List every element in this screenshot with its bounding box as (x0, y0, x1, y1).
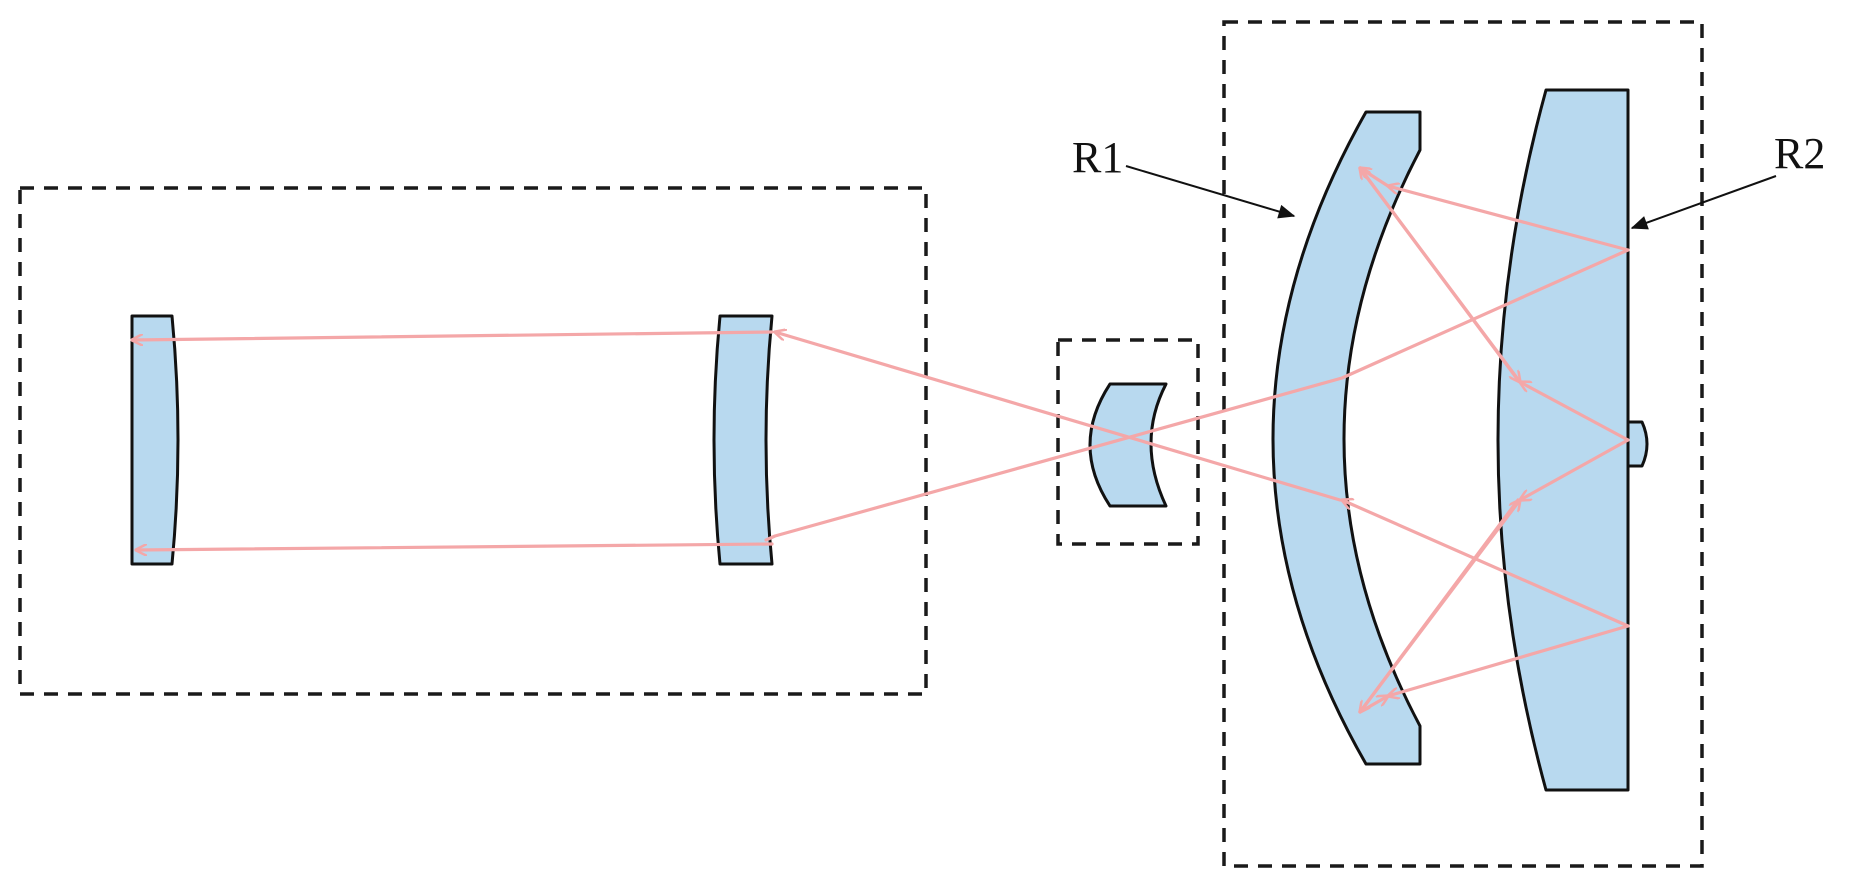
ray-paths (130, 166, 1630, 714)
ray-lower-return (1388, 624, 1630, 696)
ray-right-mid-down (1520, 438, 1630, 500)
right-mirror-group-frame (1222, 20, 1704, 868)
ray-left-top (130, 330, 774, 340)
r1-label: R1 (1072, 133, 1123, 182)
r1-pointer-arrow (1125, 165, 1296, 219)
middle-lens-group-frame (1056, 338, 1200, 546)
ray-upper-return (1388, 186, 1630, 252)
ray-left-bottom (134, 542, 774, 550)
ray-r1-up-lower (1358, 696, 1388, 714)
ray-r1-lower-up (1358, 500, 1520, 714)
ray-r1-down-upper (1358, 166, 1520, 382)
primary-meniscus-mirror-r1 (1271, 110, 1422, 766)
secondary-mirror-r2 (1496, 88, 1630, 792)
left-flat-concave-mirror (130, 314, 180, 566)
ray-lower-to-r1 (1342, 500, 1630, 628)
left-telescope-group-frame (18, 186, 928, 696)
ray-to-r1-top (1360, 168, 1390, 188)
ray-upper-cross-to-lens (775, 332, 1342, 502)
r2-label: R2 (1774, 129, 1825, 178)
ray-path-upper (764, 248, 1630, 542)
detector-stub (1626, 420, 1649, 468)
r2-pointer-arrow (1630, 175, 1777, 230)
meniscus-lens (712, 314, 774, 566)
ray-right-mid-up (1520, 382, 1630, 442)
